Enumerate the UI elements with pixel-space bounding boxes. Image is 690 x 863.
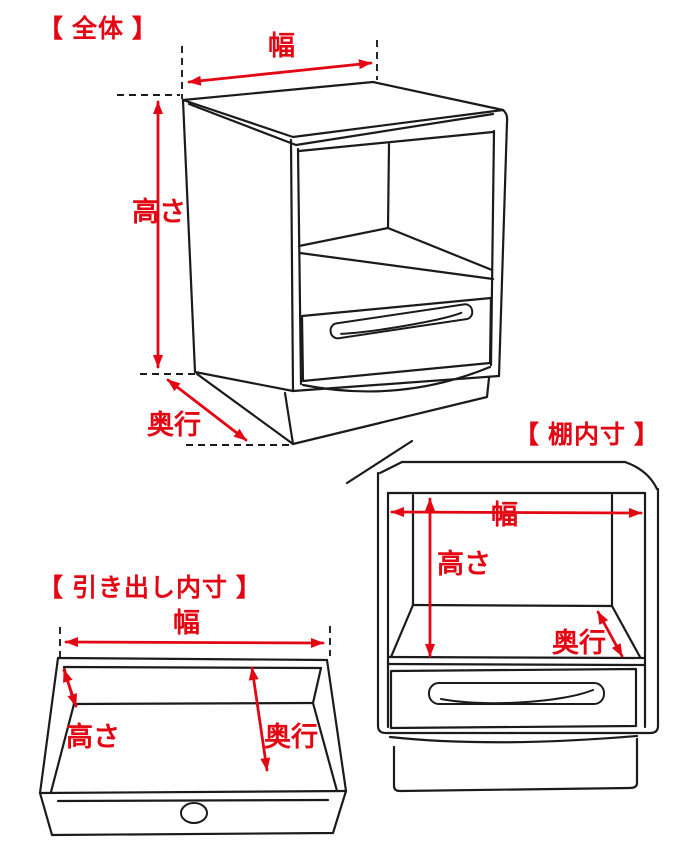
figure-overall: 【 全体 】 幅 高さ 奥行 xyxy=(38,14,509,446)
shelf-floor-front-bottom xyxy=(386,662,647,667)
drawer-front-wall-outline xyxy=(38,789,348,837)
cabinet-top-face xyxy=(181,80,505,139)
shelf-floor-left-edge xyxy=(389,603,415,659)
plinth-left-top-edge xyxy=(195,372,295,446)
shelf-drawer-front xyxy=(389,667,638,730)
drawer-handle xyxy=(329,303,474,340)
cabinet-left-edge xyxy=(181,98,197,374)
drawer-handle-lip xyxy=(340,311,463,335)
figure-drawer-inner: 【 引き出し内寸 】 幅 高さ 奥行 xyxy=(38,574,348,837)
drawer-height-label: 高さ xyxy=(66,721,120,752)
drawer-width-label: 幅 xyxy=(173,608,200,638)
drawer-inner-title: 【 引き出し内寸 】 xyxy=(38,574,262,602)
cabinet-left-bottom-edge xyxy=(193,370,295,393)
drawer-handle-outline xyxy=(329,303,474,340)
drawer-front-panel xyxy=(300,296,493,383)
cabinet-front-left-corner xyxy=(289,138,295,393)
shelf-back-wall-bottom xyxy=(411,603,614,608)
shelf-floor-back-edge xyxy=(386,226,494,272)
drawer-rim-back-inner xyxy=(62,665,323,670)
shelf-plinth xyxy=(392,737,639,793)
shelf-frame-right-chamfer xyxy=(623,460,659,491)
shelf-frame-corner-stroke xyxy=(345,439,414,485)
niche-back-left-corner xyxy=(386,142,391,230)
drawer-width-arrow xyxy=(64,637,325,648)
drawer-front-wall-top xyxy=(38,789,348,795)
shelf-height-label: 高さ xyxy=(437,548,491,579)
drawer-height-arrow xyxy=(62,668,78,708)
shelf-width-label: 幅 xyxy=(491,500,518,530)
figure-shelf-inner: 【 棚内寸 】 幅 高さ 奥行 xyxy=(345,421,660,793)
drawer-inner-right-corner xyxy=(311,666,323,705)
shelf-floor-front-edge xyxy=(298,251,495,281)
overall-depth-arrow xyxy=(166,378,248,442)
cabinet-right-edge xyxy=(497,108,509,378)
shelf-apron-curve xyxy=(388,734,639,744)
shelf-depth-arrow xyxy=(596,610,624,658)
overall-width-arrow xyxy=(187,59,373,86)
shelf-drawer-handle-lip xyxy=(440,689,594,705)
drawer-floor-right-edge xyxy=(311,701,339,793)
drawer-depth-arrow xyxy=(248,666,271,772)
cabinet-top-slab-edge xyxy=(187,102,495,147)
overall-title: 【 全体 】 xyxy=(38,14,158,43)
shelf-inner-title: 【 棚内寸 】 xyxy=(514,421,660,449)
niche-left-wall-bottom xyxy=(297,226,390,248)
shelf-floor-front-top xyxy=(386,655,647,660)
drawer-rim-back-outer xyxy=(56,656,329,662)
niche-inner-frame-top xyxy=(297,130,495,153)
overall-height-label: 高さ xyxy=(132,196,186,227)
shelf-frame-sides-bottom xyxy=(376,471,660,735)
niche-inner-frame-left xyxy=(296,147,303,386)
overall-depth-label: 奥行 xyxy=(147,409,201,440)
plinth-front-face xyxy=(283,376,491,446)
apron-curve xyxy=(301,365,492,393)
overall-width-label: 幅 xyxy=(268,31,295,61)
drawer-front-panel-line xyxy=(56,798,330,803)
drawer-right-outer-edge xyxy=(325,658,348,793)
drawer-depth-label: 奥行 xyxy=(264,721,318,752)
drawer-back-wall-bottom xyxy=(72,701,315,706)
shelf-depth-label: 奥行 xyxy=(552,627,606,658)
drawer-knob xyxy=(180,802,208,824)
drawer-left-outer-edge xyxy=(38,656,60,795)
shelf-floor-right-edge xyxy=(610,604,642,659)
drawer-floor-left-edge xyxy=(49,702,76,794)
shelf-drawer-handle-outline xyxy=(428,682,605,705)
shelf-frame-left-chamfer xyxy=(378,460,404,475)
